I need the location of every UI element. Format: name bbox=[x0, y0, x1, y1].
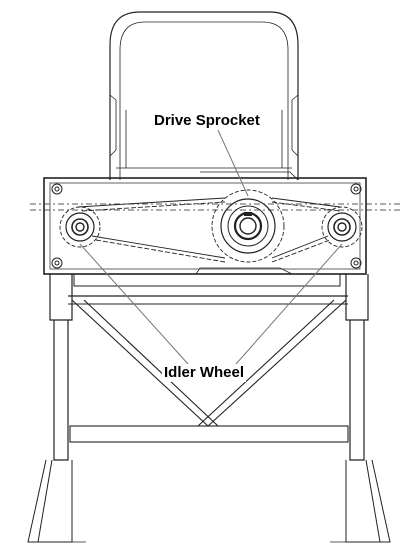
lower-frame bbox=[69, 299, 349, 443]
stand-legs bbox=[49, 274, 369, 461]
drive-sprocket-label: Drive Sprocket bbox=[152, 112, 262, 130]
leader-lines bbox=[79, 129, 343, 365]
support-shelf bbox=[68, 267, 348, 305]
corner-bolts bbox=[51, 183, 362, 269]
upper-housing bbox=[109, 11, 299, 181]
drive-chain bbox=[77, 197, 341, 263]
drive-frame bbox=[43, 177, 367, 275]
idler-wheel-left bbox=[59, 206, 101, 248]
drive-sprocket bbox=[211, 189, 285, 263]
stand-feet bbox=[27, 459, 391, 543]
idler-wheel-right bbox=[321, 206, 363, 248]
idler-wheel-label: Idler Wheel bbox=[162, 364, 247, 382]
